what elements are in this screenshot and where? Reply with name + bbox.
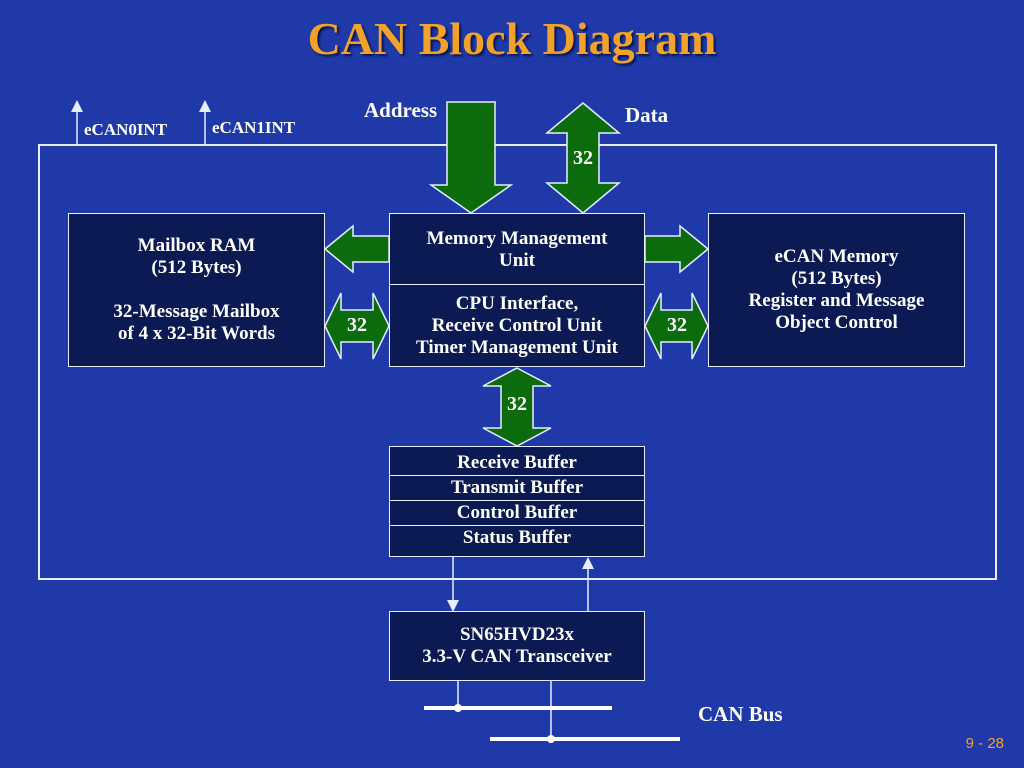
address-label: Address xyxy=(364,98,438,122)
canh-node xyxy=(454,704,462,712)
ecan-memory-block: eCAN Memory (512 Bytes) Register and Mes… xyxy=(708,213,965,367)
memory-management-unit-block: Memory Management Unit xyxy=(389,213,645,285)
address-arrow xyxy=(428,101,514,214)
cpu-interface-line-3: Timer Management Unit xyxy=(416,336,618,358)
mmu-to-mailbox-arrow xyxy=(323,224,390,274)
mailbox-ram-size: (512 Bytes) xyxy=(151,257,242,278)
page-title: CAN Block Diagram xyxy=(307,13,717,64)
mailbox-ram-block: Mailbox RAM (512 Bytes) 32-Message Mailb… xyxy=(68,213,325,367)
mailbox-ram-desc-1: 32-Message Mailbox xyxy=(113,301,280,322)
ecan-memory-size: (512 Bytes) xyxy=(791,268,882,289)
buffers-block: Receive Buffer Transmit Buffer Control B… xyxy=(389,446,645,557)
ecan-memory-bus-width: 32 xyxy=(667,314,687,336)
ecan0int-label: eCAN0INT xyxy=(84,120,168,139)
ecan1int-label: eCAN1INT xyxy=(212,118,296,137)
cpu-interface-line-2: Receive Control Unit xyxy=(431,314,603,336)
ecan-memory-desc-2: Object Control xyxy=(775,312,898,333)
can-bus-label: CAN Bus xyxy=(698,702,783,726)
mailbox-ram-title: Mailbox RAM xyxy=(137,235,256,256)
data-bus-width: 32 xyxy=(573,147,593,169)
transceiver-description: 3.3-V CAN Transceiver xyxy=(422,646,612,667)
mailbox-bus-width: 32 xyxy=(347,314,367,336)
mmu-to-ecan-memory-arrow xyxy=(644,224,710,274)
page-number: 9 - 28 xyxy=(965,735,1004,752)
transmit-buffer: Transmit Buffer xyxy=(390,476,644,501)
cpu-interface-line-1: CPU Interface, xyxy=(455,292,579,314)
cpu-interface-block: CPU Interface, Receive Control Unit Time… xyxy=(389,284,645,367)
buffers-bus-width: 32 xyxy=(507,393,527,415)
receive-buffer: Receive Buffer xyxy=(390,451,644,476)
mmu-title-1: Memory Management xyxy=(426,228,608,249)
data-label: Data xyxy=(625,103,669,127)
control-buffer: Control Buffer xyxy=(390,501,644,526)
transceiver-part-number: SN65HVD23x xyxy=(459,624,574,645)
ecan-module-frame xyxy=(38,144,997,580)
mmu-title-2: Unit xyxy=(499,250,535,271)
ecan-memory-desc-1: Register and Message xyxy=(748,290,925,311)
can-transceiver-block: SN65HVD23x 3.3-V CAN Transceiver xyxy=(389,611,645,681)
canl-node xyxy=(547,735,555,743)
status-buffer: Status Buffer xyxy=(462,527,572,548)
ecan-memory-title: eCAN Memory xyxy=(774,246,899,267)
mailbox-ram-desc-2: of 4 x 32-Bit Words xyxy=(118,323,275,344)
